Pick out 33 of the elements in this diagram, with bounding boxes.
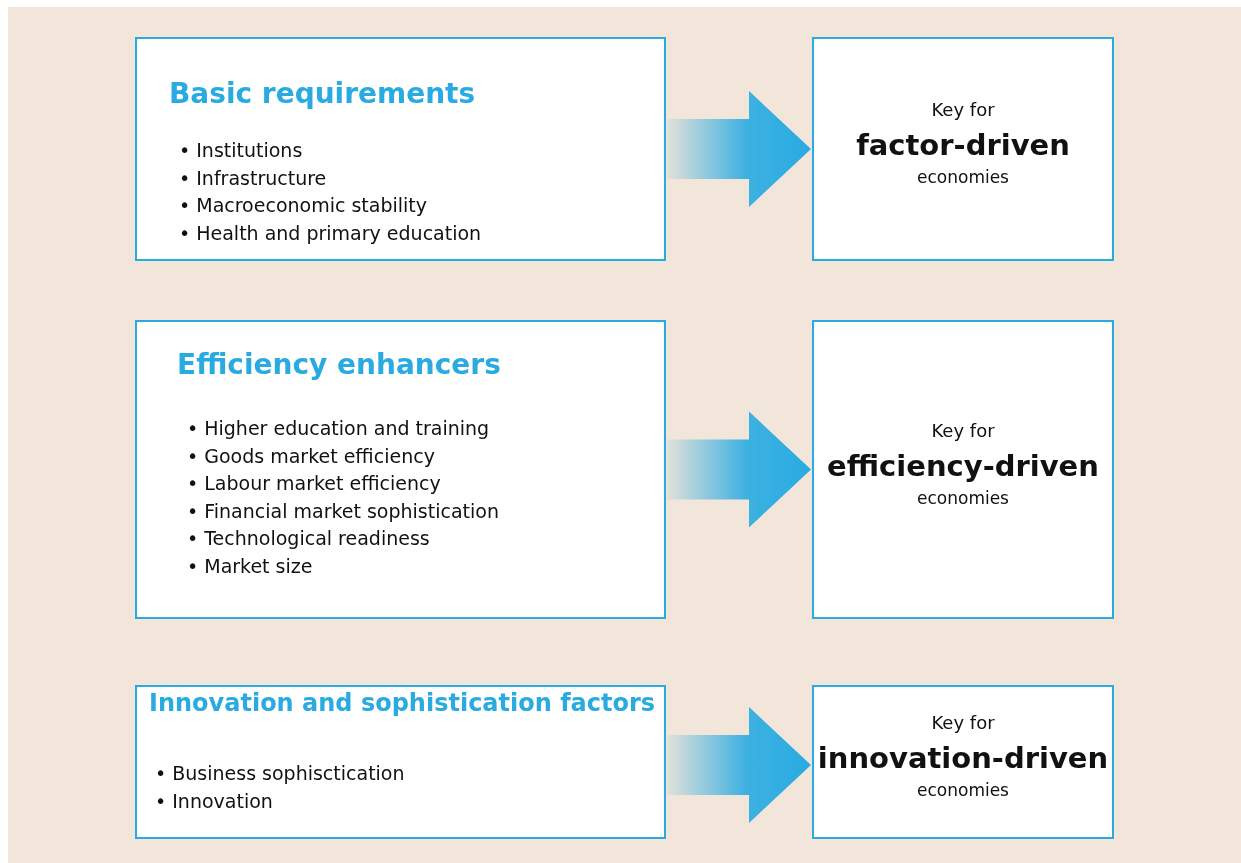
bullet-item: • Business sophisctication (155, 761, 405, 786)
caption-text: economies (917, 780, 1009, 800)
bullet-item: • Institutions (179, 138, 304, 163)
bullet-item: • Goods market efficiency (187, 443, 436, 469)
bullet-item: • Macroeconomic stability (179, 193, 429, 218)
caption-text: economies (917, 487, 1009, 508)
bullet-item: • Higher education and training (187, 416, 491, 441)
caption-text: Key for (931, 712, 995, 733)
bullet-item: • Market size (187, 553, 314, 579)
economy-type: factor-driven (856, 128, 1070, 162)
heading: Basic requirements (169, 77, 476, 110)
pillar-box (135, 320, 666, 619)
bullet-item: • Technological readiness (187, 526, 431, 551)
bullet-item: • Innovation (155, 788, 274, 814)
bullet-item: • Infrastructure (179, 165, 328, 191)
bullet-item: • Financial market sophistication (187, 498, 499, 524)
outcome-box (812, 37, 1114, 261)
pillar-box (135, 37, 666, 261)
outcome-box (812, 320, 1114, 619)
economy-type: efficiency-driven (827, 448, 1099, 483)
caption-text: Key for (931, 99, 995, 120)
caption-text: Key for (931, 419, 995, 441)
block-arrow (667, 411, 811, 528)
pillar-box (135, 685, 666, 839)
block-arrow (667, 707, 811, 823)
bullet-item: • Labour market efficiency (187, 471, 442, 496)
economy-type: innovation-driven (817, 741, 1109, 775)
heading: Efficiency enhancers (177, 348, 501, 381)
heading: Innovation and sophistication factors (149, 689, 656, 717)
caption-text: economies (917, 167, 1009, 187)
outcome-box (812, 685, 1114, 839)
block-arrow (667, 91, 811, 207)
bullet-item: • Health and primary education (179, 220, 482, 246)
